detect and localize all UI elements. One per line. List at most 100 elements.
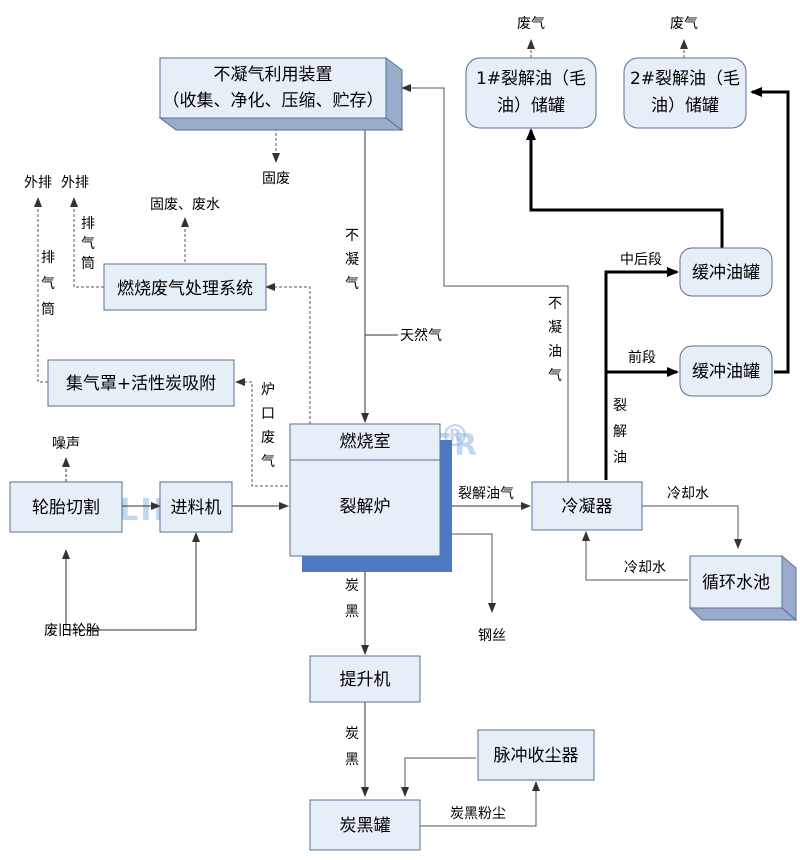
reactor-label: 裂解炉	[340, 497, 391, 517]
svg-text:气: 气	[41, 276, 55, 292]
svg-text:不凝气利用装置: 不凝气利用装置	[214, 65, 333, 85]
node-elevator: 提升机	[309, 655, 421, 703]
svg-text:气: 气	[81, 236, 95, 252]
label-cooling-water-back: 冷却水	[624, 560, 666, 576]
label-furnace-gas: 炉 口 废 气	[261, 382, 275, 470]
svg-text:废: 废	[261, 430, 275, 446]
label-carbon-dust: 炭黑粉尘	[450, 806, 506, 822]
label-stack-1: 排 气 筒	[41, 250, 55, 318]
svg-text:筒: 筒	[41, 301, 55, 318]
svg-text:油）储罐: 油）储罐	[651, 96, 719, 116]
node-combustion-gas-system: 燃烧废气处理系统	[103, 263, 267, 311]
node-noncond-util: 不凝气利用装置 （收集、净化、压缩、贮存）	[158, 57, 404, 131]
label-waste-tires: 废旧轮胎	[44, 623, 100, 639]
label-noise: 噪声	[52, 436, 80, 452]
label-waste-gas-2: 废气	[670, 16, 698, 32]
svg-text:黑: 黑	[345, 604, 359, 620]
label-solid-waste-water: 固废、废水	[150, 197, 220, 213]
svg-text:炭黑罐: 炭黑罐	[340, 816, 391, 836]
connectors	[34, 39, 790, 827]
svg-text:排: 排	[41, 250, 55, 266]
label-mid-rear: 中后段	[620, 252, 662, 268]
arrow-furnace-gas-to-hood	[235, 378, 288, 487]
label-natural-gas: 天然气	[400, 327, 442, 344]
arrow-tank-to-collector	[420, 781, 540, 827]
node-pulse-collector: 脉冲收尘器	[477, 729, 595, 781]
node-buffer-tank-upper: 缓冲油罐	[679, 247, 773, 297]
label-carbon-black-1: 炭 黑	[345, 578, 359, 620]
label-pyro-oil: 裂 解 油	[613, 398, 627, 466]
svg-text:气: 气	[261, 454, 275, 470]
label-front: 前段	[628, 349, 656, 366]
node-carbon-tank: 炭黑罐	[309, 799, 421, 851]
label-stack-2: 排 气 筒	[81, 216, 95, 272]
svg-text:进料机: 进料机	[171, 498, 222, 518]
svg-text:燃烧废气处理系统: 燃烧废气处理系统	[117, 279, 253, 299]
label-noncond-gas: 不 凝 气	[345, 228, 359, 292]
svg-text:缓冲油罐: 缓冲油罐	[692, 263, 760, 283]
svg-text:油）储罐: 油）储罐	[497, 96, 565, 116]
arrow-condenser-to-util	[401, 84, 569, 482]
label-cooling-water-out: 冷却水	[667, 486, 709, 502]
svg-text:提升机: 提升机	[340, 670, 391, 690]
label-noncond-oil-gas: 不 凝 油 气	[548, 296, 562, 384]
svg-text:排: 排	[81, 216, 95, 232]
arrow-chamber-to-gas-system	[265, 283, 311, 424]
svg-text:炭: 炭	[345, 726, 359, 742]
svg-text:2#裂解油（毛: 2#裂解油（毛	[630, 69, 740, 89]
node-tank-1: 1#裂解油（毛 油）储罐	[465, 57, 597, 129]
svg-text:气: 气	[548, 368, 562, 384]
svg-text:炉: 炉	[261, 382, 275, 398]
svg-text:循环水池: 循环水池	[702, 573, 770, 593]
label-carbon-black-2: 炭 黑	[345, 726, 359, 768]
arrow-gas-system-to-exhaust	[70, 197, 104, 288]
svg-text:1#裂解油（毛: 1#裂解油（毛	[476, 69, 586, 89]
arrow-collector-to-tank	[401, 757, 476, 797]
node-circulating-pool: 循环水池	[688, 554, 798, 622]
labels: 废气 废气 固废 固废、废水 外排 外排 排 气 筒 排 气 筒 不 凝 气 天…	[24, 16, 709, 822]
svg-text:轮胎切割: 轮胎切割	[32, 498, 100, 518]
label-waste-gas-1: 废气	[517, 16, 545, 32]
svg-text:解: 解	[613, 424, 627, 440]
svg-text:油: 油	[548, 344, 562, 360]
label-exhaust-1: 外排	[24, 175, 52, 191]
svg-text:裂: 裂	[613, 398, 627, 414]
arrow-condenser-to-pool	[642, 505, 742, 549]
svg-text:不: 不	[345, 228, 359, 244]
node-tank-2: 2#裂解油（毛 油）储罐	[623, 57, 747, 129]
svg-text:凝: 凝	[548, 320, 562, 336]
node-gas-hood: 集气罩+活性炭吸附	[47, 359, 235, 407]
svg-text:集气罩+活性炭吸附: 集气罩+活性炭吸附	[66, 374, 216, 394]
svg-text:黑: 黑	[345, 752, 359, 768]
svg-text:油: 油	[613, 450, 627, 466]
label-solid-waste: 固废	[262, 171, 290, 187]
label-pyro-oil-gas: 裂解油气	[458, 486, 514, 502]
svg-text:不: 不	[548, 296, 562, 312]
svg-text:冷凝器: 冷凝器	[562, 497, 613, 517]
svg-text:炭: 炭	[345, 578, 359, 594]
node-condenser: 冷凝器	[531, 481, 643, 531]
svg-text:气: 气	[345, 276, 359, 292]
arrow-condenser-to-buffer-upper	[604, 267, 679, 480]
arrow-buffer-upper-to-tank1	[526, 128, 724, 248]
label-steel-wire: 钢丝	[478, 628, 506, 644]
arrow-tires-to-feeder	[120, 532, 200, 631]
node-buffer-tank-lower: 缓冲油罐	[679, 345, 773, 397]
arrow-hood-to-exhaust	[34, 197, 48, 383]
label-exhaust-2: 外排	[61, 175, 89, 191]
combustion-chamber-label: 燃烧室	[340, 432, 391, 452]
svg-text:凝: 凝	[345, 252, 359, 268]
arrow-tires-to-cutting	[62, 549, 120, 631]
arrow-pool-to-condenser	[582, 531, 688, 581]
arrow-reactor-to-steel	[440, 533, 496, 613]
node-reactor: 燃烧室 裂解炉	[289, 423, 452, 572]
svg-text:筒: 筒	[81, 255, 95, 272]
svg-text:缓冲油罐: 缓冲油罐	[692, 362, 760, 382]
arrow-buffer-lower-to-tank2	[750, 87, 790, 374]
svg-text:（收集、净化、压缩、贮存）: （收集、净化、压缩、贮存）	[163, 91, 384, 111]
svg-text:口: 口	[261, 406, 275, 422]
svg-text:脉冲收尘器: 脉冲收尘器	[494, 746, 579, 766]
node-tire-cutting: 轮胎切割	[9, 481, 123, 533]
node-feeder: 进料机	[159, 481, 233, 533]
